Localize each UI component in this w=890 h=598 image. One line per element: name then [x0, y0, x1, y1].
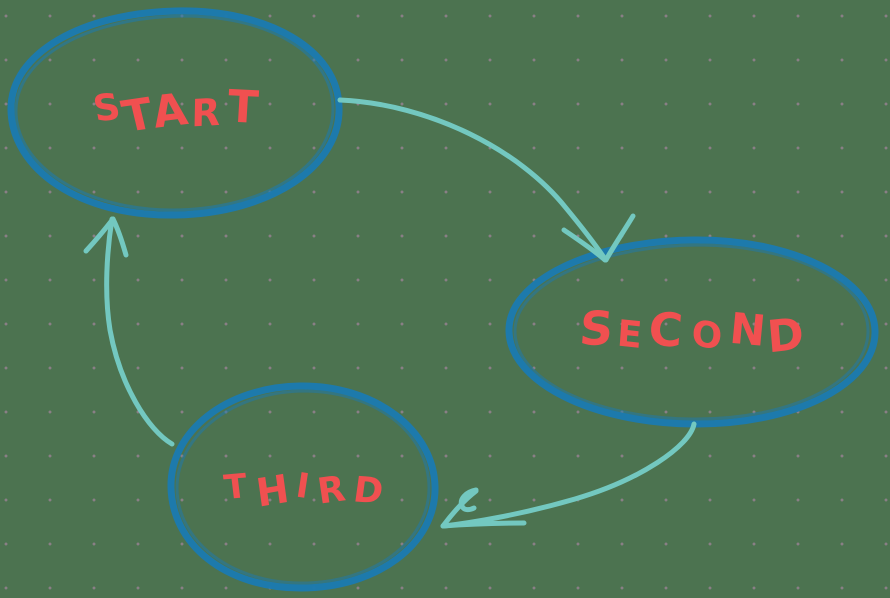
- arrowhead-left-barb: [561, 227, 608, 263]
- edge-second-to-third[interactable]: [440, 421, 697, 529]
- edges-group: [83, 97, 697, 529]
- arrowhead-right-barb: [110, 216, 129, 258]
- arrowhead-left-barb: [83, 216, 116, 254]
- node-start-shape[interactable]: [7, 7, 343, 219]
- arrowhead-tip-barb: [440, 488, 479, 529]
- node-second-shape[interactable]: [505, 236, 879, 428]
- edge-start-to-second[interactable]: [337, 97, 636, 263]
- node-third-shape[interactable]: [167, 382, 439, 592]
- arrowhead-right-barb: [603, 213, 636, 263]
- arrowhead-lower-barb: [440, 520, 527, 529]
- edge-third-to-start[interactable]: [83, 216, 175, 447]
- nodes-group: [7, 7, 879, 592]
